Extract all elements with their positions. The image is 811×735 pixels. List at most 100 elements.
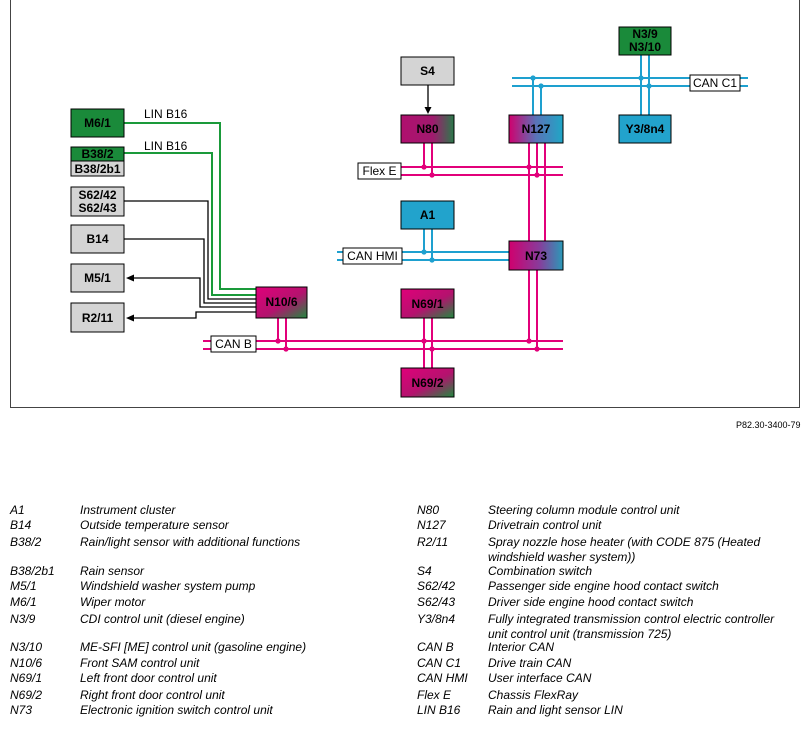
lin-b16-lines xyxy=(124,122,256,296)
legend-entry: B14 Outside temperature sensor xyxy=(10,518,801,550)
box-n69-1-label: N69/1 xyxy=(411,297,443,311)
legend-code: A1 xyxy=(10,503,25,517)
legend-entry: N10/6 Front SAM control unit xyxy=(10,656,801,688)
box-n10-6 xyxy=(255,286,308,319)
legend-entry: N73 Electronic ignition switch control un… xyxy=(10,703,801,735)
legend-code: N73 xyxy=(10,703,33,717)
box-a1-label: A1 xyxy=(420,208,436,222)
legend-description: Right front door control unit xyxy=(80,688,225,702)
legend-description: Drivetrain control unit xyxy=(488,518,602,532)
legend-entry: N3/10 ME-SFI [ME] control unit (gasoline … xyxy=(10,640,801,672)
flex-e-label: Flex E xyxy=(362,164,396,178)
box-n80 xyxy=(400,114,455,144)
legend-code: N69/1 xyxy=(10,671,43,685)
box-b14-label: B14 xyxy=(86,232,108,246)
box-m5-1-label: M5/1 xyxy=(84,271,111,285)
legend-description: Rain/light sensor with additional functi… xyxy=(80,535,301,549)
legend-description: ME-SFI [ME] control unit (gasoline engin… xyxy=(80,640,307,654)
legend-description: User interface CAN xyxy=(488,671,592,685)
legend-description: CDI control unit (diesel engine) xyxy=(80,612,245,626)
network-diagram: M6/1 B38/2 B38/2b1 S62/42 S62/43 B14 M5/… xyxy=(70,26,748,398)
box-n73 xyxy=(508,240,564,271)
legend-code: S62/42 xyxy=(417,579,456,593)
legend-code: N10/6 xyxy=(10,656,43,670)
legend-entry: B38/2 Rain/light sensor with additional f… xyxy=(10,535,801,567)
legend-entry: CAN HMI User interface CAN xyxy=(417,671,801,703)
box-r2-11 xyxy=(70,302,125,333)
box-n69-1 xyxy=(400,288,455,319)
box-m5-1 xyxy=(70,263,125,293)
legend-description: Drive train CAN xyxy=(488,656,572,670)
box-n10-6-label: N10/6 xyxy=(265,295,297,309)
signal-wires xyxy=(124,85,429,319)
box-n80-label: N80 xyxy=(416,122,438,136)
legend-description: Combination switch xyxy=(488,564,593,578)
box-n127 xyxy=(508,114,564,144)
legend-description: Passenger side engine hood contact switc… xyxy=(488,579,719,593)
legend-description: Left front door control unit xyxy=(80,671,217,685)
legend-description-continued: windshield washer system)) xyxy=(488,550,636,564)
bus-junctions xyxy=(275,75,652,352)
legend-code: S4 xyxy=(417,564,432,578)
box-y3-8n4 xyxy=(618,114,672,144)
legend-code: M5/1 xyxy=(10,579,37,593)
box-n3-10-label: N3/10 xyxy=(629,40,661,54)
legend-code: B14 xyxy=(10,518,32,532)
can-c1-label: CAN C1 xyxy=(693,76,737,90)
legend-entry: A1 Instrument cluster xyxy=(10,503,801,535)
can-hmi-label-box xyxy=(342,247,403,265)
box-b38-2-label: B38/2 xyxy=(81,147,113,161)
box-s62 xyxy=(70,186,125,217)
box-m6-1-label: M6/1 xyxy=(84,116,111,130)
legend-code: S62/43 xyxy=(417,595,456,609)
legend-code: N3/9 xyxy=(10,612,36,626)
box-n127-label: N127 xyxy=(522,122,551,136)
box-b38-2b1-label: B38/2b1 xyxy=(74,162,120,176)
legend-code: B38/2 xyxy=(10,535,42,549)
legend-description: Instrument cluster xyxy=(80,503,176,517)
box-s4 xyxy=(400,56,455,86)
arrow-to-r2-11 xyxy=(126,314,134,322)
box-y3-8n4-label: Y3/8n4 xyxy=(626,122,665,136)
can-b-label: CAN B xyxy=(215,337,252,351)
box-n69-2-label: N69/2 xyxy=(411,376,443,390)
legend-description: Outside temperature sensor xyxy=(80,518,229,532)
legend-description: Fully integrated transmission control el… xyxy=(488,612,775,626)
legend-entry: S4 Combination switch xyxy=(417,564,801,596)
legend-code: B38/2b1 xyxy=(10,564,55,578)
legend-code: N3/10 xyxy=(10,640,43,654)
legend-description: Front SAM control unit xyxy=(80,656,200,670)
legend-code: CAN C1 xyxy=(417,656,462,670)
box-n73-label: N73 xyxy=(525,249,547,263)
legend-code: LIN B16 xyxy=(417,703,461,717)
flex-e-label-box xyxy=(357,162,402,180)
legend-entry: N69/1 Left front door control unit xyxy=(10,671,801,703)
legend-description: Steering column module control unit xyxy=(488,503,680,517)
legend-code: CAN HMI xyxy=(417,671,468,685)
can-b-label-box xyxy=(210,335,257,353)
arrow-to-n80 xyxy=(424,107,432,114)
legend-code: Flex E xyxy=(417,688,452,702)
legend-entry: S62/42 Passenger side engine hood contact… xyxy=(417,579,801,611)
bus-drops-magenta xyxy=(277,143,546,368)
legend-code: N69/2 xyxy=(10,688,43,702)
box-n69-2 xyxy=(400,367,455,398)
can-c1-label-box xyxy=(689,74,741,92)
figure-reference: P82.30-3400-79 xyxy=(736,420,801,430)
can-hmi-label: CAN HMI xyxy=(347,249,398,263)
legend-description: Interior CAN xyxy=(488,640,555,654)
legend-entry: N69/2 Right front door control unit xyxy=(10,688,801,720)
box-n3 xyxy=(618,26,672,56)
legend-description: Electronic ignition switch control unit xyxy=(80,703,273,717)
legend-description: Chassis FlexRay xyxy=(488,688,579,702)
arrow-to-m5-1 xyxy=(126,274,134,282)
